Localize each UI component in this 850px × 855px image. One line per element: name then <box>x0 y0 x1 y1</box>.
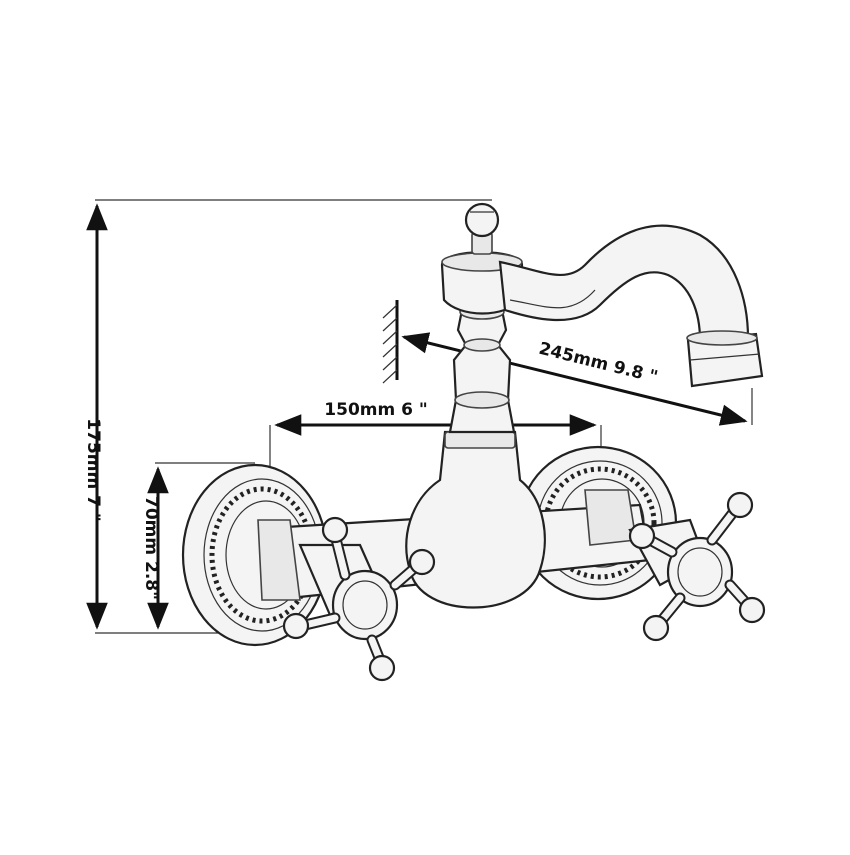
wall-hatch <box>382 300 399 384</box>
center-spacing-label: 150mm 6 " <box>324 400 427 420</box>
spout-reach-label: 245mm 9.8 " <box>537 339 660 388</box>
spout-column <box>448 304 516 434</box>
flange-height-label: 70mm 2.8" <box>141 496 161 600</box>
spout-tip <box>686 330 764 388</box>
total-height-label: 175mm 7 " <box>83 418 103 521</box>
right-cross-handle <box>628 491 766 642</box>
faucet-illustration <box>181 202 766 682</box>
flange-height-dimension: 70mm 2.8" <box>141 462 255 630</box>
left-cross-handle <box>282 516 436 682</box>
central-body <box>405 430 546 609</box>
spout-arm <box>498 224 750 342</box>
total-height-dimension: 175mm 7 " <box>83 199 492 634</box>
